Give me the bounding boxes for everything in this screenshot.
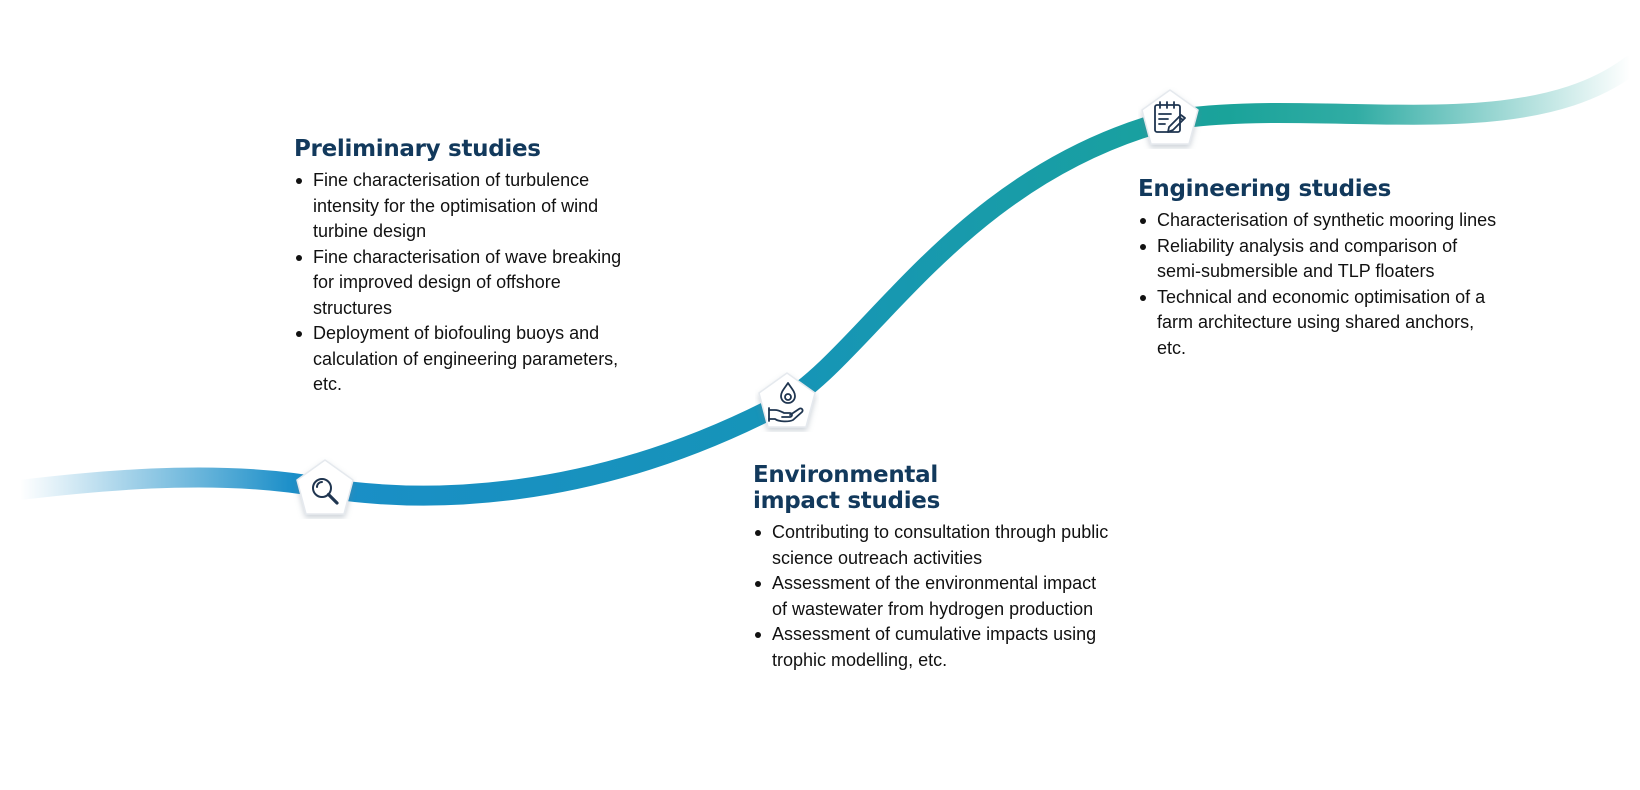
notepad-pencil-icon xyxy=(1154,101,1186,133)
list-item: Fine characterisation of turbulence inte… xyxy=(294,168,634,245)
list-item: Contributing to consultation through pub… xyxy=(753,520,1113,571)
stage-node-engineering xyxy=(1138,87,1202,149)
stage-preliminary: Preliminary studies Fine characterisatio… xyxy=(294,136,634,398)
pentagon-badge xyxy=(1141,89,1199,145)
pentagon-badge xyxy=(296,459,354,515)
hand-drop-icon xyxy=(768,382,804,423)
list-item: Technical and economic optimisation of a… xyxy=(1138,285,1498,362)
stage-item-list: Fine characterisation of turbulence inte… xyxy=(294,168,634,398)
stage-item-list: Characterisation of synthetic mooring li… xyxy=(1138,208,1498,361)
stage-title: Environmental impact studies xyxy=(753,462,940,514)
list-item: Reliability analysis and comparison of s… xyxy=(1138,234,1498,285)
magnifier-icon xyxy=(312,478,339,505)
stage-item-list: Contributing to consultation through pub… xyxy=(753,520,1113,673)
stage-environmental: Environmental impact studies Contributin… xyxy=(753,462,1113,673)
list-item: Assessment of cumulative impacts using t… xyxy=(753,622,1113,673)
stage-node-preliminary xyxy=(293,457,357,519)
list-item: Fine characterisation of wave breaking f… xyxy=(294,245,634,322)
stage-node-environmental xyxy=(755,370,819,432)
list-item: Assessment of the environmental impact o… xyxy=(753,571,1113,622)
stage-engineering: Engineering studies Characterisation of … xyxy=(1138,176,1498,361)
list-item: Deployment of biofouling buoys and calcu… xyxy=(294,321,634,398)
stage-title: Engineering studies xyxy=(1138,176,1392,202)
list-item: Characterisation of synthetic mooring li… xyxy=(1138,208,1498,234)
stage-title: Preliminary studies xyxy=(294,136,541,162)
